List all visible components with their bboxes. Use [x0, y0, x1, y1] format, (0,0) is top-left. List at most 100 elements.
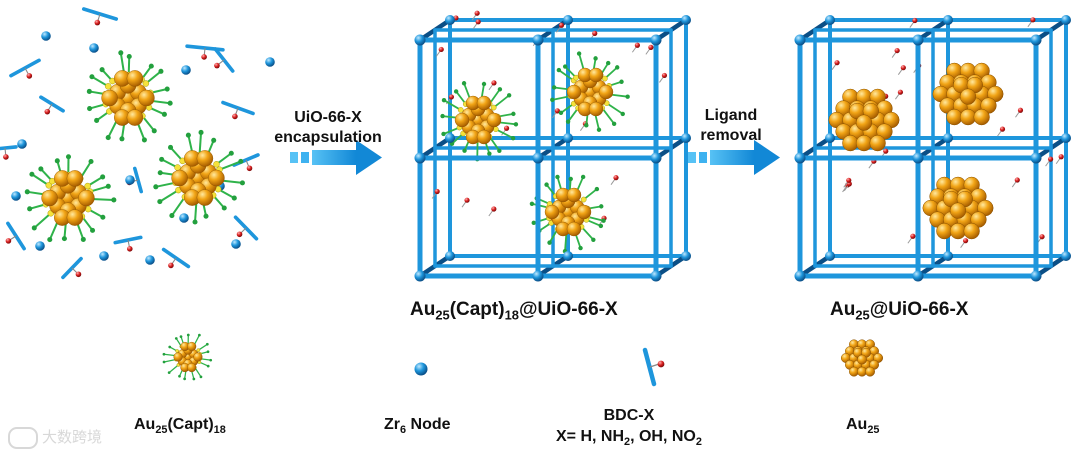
ligand-end: [599, 204, 604, 209]
substituent-atom: [438, 46, 444, 53]
ligand-protected-cluster: [153, 129, 245, 225]
ligand-end: [148, 63, 154, 69]
ligand-end: [606, 60, 611, 66]
au-atom: [588, 67, 604, 83]
sulfur-atom: [84, 182, 91, 190]
substituent-atom: [246, 165, 253, 172]
au-atom: [196, 189, 214, 206]
ligand-end: [94, 117, 100, 123]
substituent-atom: [910, 233, 916, 239]
ligand-end: [29, 171, 35, 177]
zr6-node: [1030, 270, 1042, 282]
zr6-node: [825, 15, 835, 25]
ligand-chain: [606, 102, 624, 115]
sulfur-atom: [601, 75, 608, 82]
ligand-end: [238, 158, 244, 164]
zr6-node: [681, 251, 691, 261]
ligand-end: [86, 88, 92, 94]
bdc-linker: [113, 235, 143, 252]
zr6-node: [943, 251, 953, 261]
mid-framework-title: Au25(Capt)18@UiO-66-X: [410, 299, 618, 323]
ligand-protected-cluster: [440, 81, 519, 162]
ligand-end: [192, 219, 198, 225]
ligand-chain: [580, 226, 595, 241]
zr6-node: [145, 255, 155, 265]
au-atom: [855, 114, 873, 131]
ligand-chain: [443, 126, 460, 135]
legend-au25-capt18-label: Au25(Capt)18: [134, 416, 226, 436]
ligand-end: [105, 135, 111, 141]
au-atom: [196, 150, 214, 167]
au-atom: [588, 101, 604, 117]
au-atom: [66, 170, 84, 187]
substituent-atom: [214, 62, 220, 69]
au-atom: [173, 352, 183, 362]
au-atom: [544, 204, 560, 220]
substituent-atom: [448, 94, 455, 100]
ligand-end: [513, 122, 519, 127]
zr6-node: [912, 270, 924, 282]
ligand-end: [162, 360, 166, 364]
ligand-end: [594, 186, 600, 192]
ligand-removal-line2: removal: [700, 127, 762, 144]
substituent-atom: [5, 238, 12, 244]
sulfur-atom: [457, 107, 464, 113]
ligand-chain: [552, 95, 571, 101]
ligand-end: [555, 174, 560, 180]
ligand-end: [529, 201, 535, 207]
au-atom: [193, 352, 203, 362]
ligand-end: [211, 137, 217, 143]
bdc-linker: [161, 247, 191, 269]
zr6-node: [825, 133, 835, 143]
zr6-node: [912, 152, 924, 164]
ligand-end: [31, 225, 37, 231]
au-atom: [138, 89, 155, 107]
ligand-end: [619, 79, 624, 84]
ligand-end: [562, 64, 568, 69]
substituent-atom: [661, 72, 668, 79]
zr6-node: [825, 251, 835, 261]
au25-core: [932, 62, 1004, 126]
substituent-atom: [434, 188, 440, 195]
bdc-linker: [9, 58, 41, 79]
ligand-end: [159, 156, 165, 162]
au25-core: [828, 88, 900, 152]
ligand-chain: [155, 181, 176, 188]
ligand-end: [550, 97, 555, 103]
sulfur-atom: [174, 164, 181, 171]
ligand-end: [510, 135, 516, 141]
zr6-node: [11, 191, 21, 201]
zr6-node: [681, 133, 691, 143]
substituent-atom: [503, 125, 510, 131]
substituent-atom: [1058, 154, 1064, 160]
ligand-end: [185, 132, 191, 138]
encapsulation-step-label: UiO-66-X encapsulation: [262, 108, 394, 148]
ligand-end: [179, 335, 183, 339]
au-atom: [949, 202, 967, 219]
linker-bar: [0, 145, 18, 151]
sulfur-atom: [45, 182, 53, 189]
zr6-node: [99, 251, 109, 261]
ligand-chain: [443, 99, 462, 111]
au-atom: [576, 204, 592, 220]
legend-au25-capt18-icon: [162, 333, 213, 381]
ligand-end: [565, 119, 571, 124]
au25-core: [840, 339, 884, 377]
zr6-node: [650, 34, 662, 46]
substituent-atom: [963, 238, 969, 244]
zr6-node: [414, 270, 426, 282]
au-atom: [598, 84, 614, 100]
ligand-end: [453, 89, 459, 94]
ligand-end: [198, 333, 201, 337]
ligand-end: [578, 245, 583, 251]
ligand-end: [576, 51, 582, 56]
ligand-end: [168, 144, 174, 150]
legend-zr6-node-label: Zr6 Node: [384, 416, 451, 436]
au-atom: [208, 169, 225, 187]
ligand-chain: [31, 173, 50, 187]
substituent-atom: [897, 89, 904, 95]
ligand-end: [167, 371, 171, 374]
zr6-node: [414, 34, 426, 46]
ligand-chain: [558, 69, 575, 82]
zr6-node: [1030, 152, 1042, 164]
